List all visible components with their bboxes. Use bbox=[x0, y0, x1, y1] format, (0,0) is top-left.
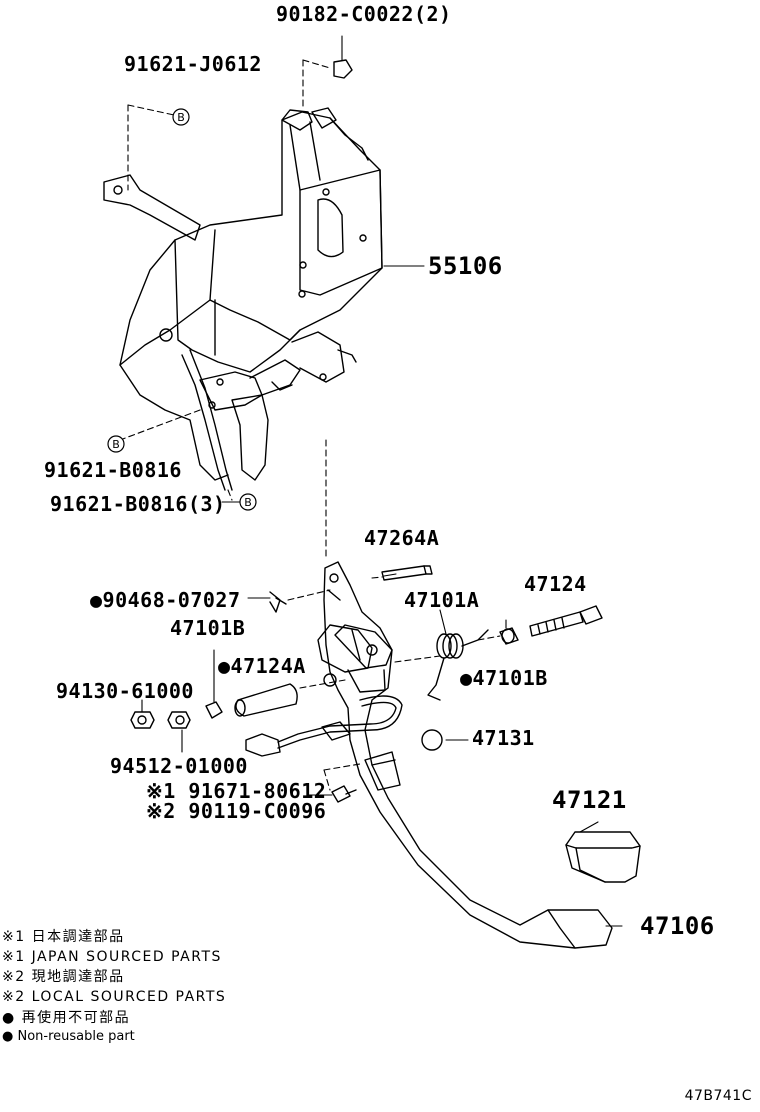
bolt-47124 bbox=[529, 605, 603, 637]
note-japan-sourced-en: ※1 JAPAN SOURCED PARTS bbox=[2, 949, 222, 965]
note-non-reusable-en: ● Non-reusable part bbox=[2, 1029, 135, 1044]
part-label-47101b-left: 47101B bbox=[170, 616, 246, 640]
callout-b-left: B bbox=[112, 438, 120, 451]
wire-harness bbox=[245, 695, 403, 757]
part-label-91621-j0612: 91621-J0612 bbox=[124, 52, 262, 76]
part-label-47101a: 47101A bbox=[404, 588, 480, 612]
callout-b-top: B bbox=[177, 111, 185, 124]
pedal-pad-47121 bbox=[565, 831, 641, 883]
pedal-arm-47106 bbox=[317, 561, 613, 949]
part-label-91671-80612: ※1 91671-80612 bbox=[146, 779, 327, 803]
bracket-55106 bbox=[103, 107, 383, 491]
part-label-90182-c0022: 90182-C0022(2) bbox=[276, 2, 452, 26]
part-label-47264a: 47264A bbox=[364, 526, 440, 550]
callout-b-group bbox=[107, 108, 257, 511]
part-label-47101b-right: ●47101B bbox=[460, 666, 548, 690]
part-label-94130-61000: 94130-61000 bbox=[56, 679, 194, 703]
part-label-94512-01000: 94512-01000 bbox=[110, 754, 248, 778]
part-label-47106: 47106 bbox=[640, 912, 715, 940]
part-label-47124: 47124 bbox=[524, 572, 587, 596]
part-label-47121: 47121 bbox=[552, 786, 627, 814]
note-japan-sourced-jp: ※1 日本調達部品 bbox=[2, 929, 125, 945]
note-local-sourced-jp: ※2 現地調達部品 bbox=[2, 969, 125, 985]
part-label-47124a: ●47124A bbox=[218, 654, 306, 678]
part-label-90468-07027: ●90468-07027 bbox=[90, 588, 241, 612]
diagram-code: 47B741C bbox=[684, 1088, 752, 1104]
part-label-91621-b0816-3: 91621-B0816(3) bbox=[50, 492, 226, 516]
callout-b-circle-top bbox=[172, 108, 190, 126]
part-label-90119-c0096: ※2 90119-C0096 bbox=[146, 799, 327, 823]
part-label-47131: 47131 bbox=[472, 726, 535, 750]
part-label-55106: 55106 bbox=[428, 252, 503, 280]
note-non-reusable-jp: ● 再使用不可部品 bbox=[2, 1010, 131, 1026]
callout-b-circle-bottom bbox=[239, 493, 257, 511]
callout-b-circle-left bbox=[107, 435, 125, 453]
part-label-91621-b0816: 91621-B0816 bbox=[44, 458, 182, 482]
callout-b-bottom: B bbox=[244, 496, 252, 509]
note-local-sourced-en: ※2 LOCAL SOURCED PARTS bbox=[2, 989, 227, 1005]
